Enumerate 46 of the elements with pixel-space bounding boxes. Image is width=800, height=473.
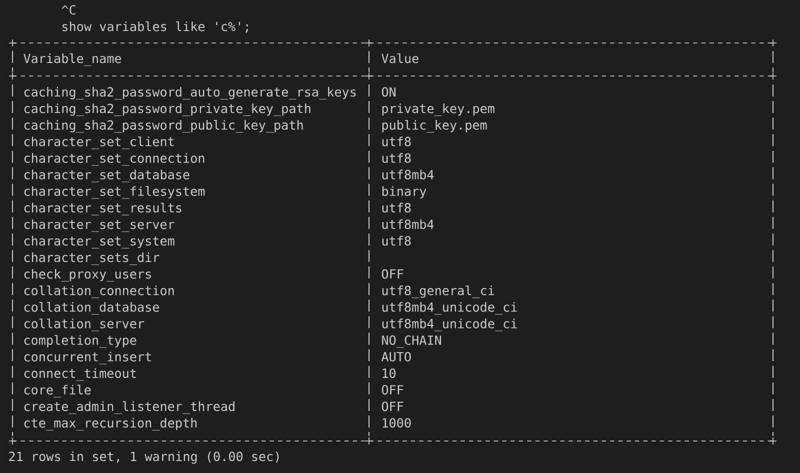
table-cell: OFF [382, 385, 404, 395]
table-cell: character_set_results [24, 202, 182, 216]
table-cell: AUTO [381, 352, 411, 362]
table-cell: create_admin_listener_thread [24, 401, 234, 414]
table-cell: caching_sha2_password_auto_generate_rsa_keys [24, 86, 356, 100]
table-cell: utf8mb4 [382, 170, 434, 180]
table-cell: caching_sha2_password_public_key_path [24, 120, 303, 133]
table-cell: utf8mb4_unicode_ci [382, 318, 517, 332]
column-header: Variable_name [24, 53, 122, 66]
table-cell: utf8 [382, 236, 411, 246]
table-cell: utf8 [382, 153, 411, 163]
table-cell: utf8_general_ci [382, 285, 494, 298]
table-cell: collation_database [24, 302, 159, 315]
table-cell: public_key.pem [382, 120, 487, 133]
table-cell: character_set_database [24, 170, 190, 182]
table-cell: concurrent_insert [24, 352, 151, 364]
column-header: Value [382, 53, 418, 64]
table-cell: connect_timeout [24, 368, 136, 381]
table-cell: character_set_client [24, 136, 174, 150]
table-cell: OFF [382, 402, 404, 412]
table-cell: character_set_system [24, 236, 174, 248]
table-cell: character_set_filesystem [24, 186, 205, 199]
table-cell: caching_sha2_password_private_key_path [24, 103, 310, 116]
table-cell: character_sets_dir [24, 252, 160, 265]
table-cell: core_file [24, 384, 91, 398]
table-cell: cte_max_recursion_depth [24, 418, 197, 430]
table-cell: 1000 [382, 418, 411, 428]
table-cell: collation_connection [24, 285, 174, 298]
table-cell: ON [382, 87, 396, 97]
table-cell: utf8 [382, 136, 411, 146]
table-cell: NO_CHAIN [382, 335, 442, 348]
table-cell: collation_server [24, 318, 144, 332]
table-cell: utf8mb4 [382, 219, 434, 230]
table-cell: 10 [382, 368, 396, 378]
command-text: show variables like 'c%'; [62, 21, 248, 33]
typed-command: ^C [62, 5, 76, 15]
table-cell: binary [382, 186, 426, 198]
table-cell: utf8 [382, 202, 411, 213]
table-cell: utf8mb4_unicode_ci [382, 302, 517, 315]
table-cell: OFF [382, 269, 404, 279]
table-cell: check_proxy_users [24, 268, 151, 282]
table-cell: completion_type [24, 335, 136, 348]
status-text: 21 rows in set, 1 warning (0.00 sec) [9, 451, 279, 464]
table-cell: private_key.pem [382, 103, 494, 116]
table-cell: character_set_server [24, 219, 174, 232]
table-cell: character_set_connection [24, 153, 204, 166]
